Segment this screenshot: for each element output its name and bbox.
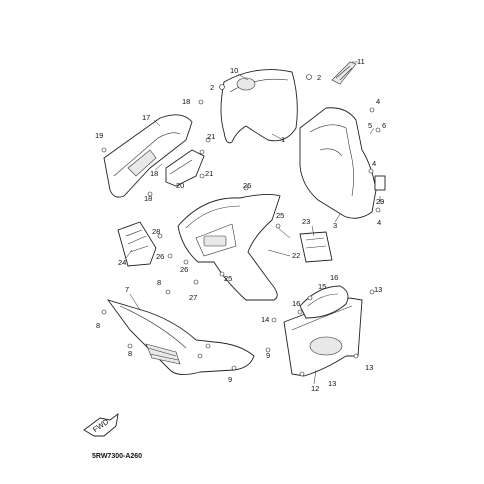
callout-9: 9 — [228, 375, 232, 384]
part-label-23 — [299, 231, 333, 263]
callout-5: 5 — [368, 121, 372, 130]
part-emblem — [331, 61, 357, 85]
fwd-arrow-icon: FWD — [83, 412, 119, 437]
callout-13: 13 — [328, 379, 336, 388]
callout-27: 27 — [189, 293, 197, 302]
part-plate-29 — [374, 175, 386, 191]
callout-24: 24 — [118, 258, 126, 267]
callout-2: 2 — [317, 73, 321, 82]
callout-25: 25 — [276, 211, 284, 220]
part-small-panel — [165, 149, 205, 187]
callout-10: 10 — [230, 66, 238, 75]
callout-1: 1 — [281, 135, 285, 144]
callout-22: 22 — [292, 251, 300, 260]
callout-28: 28 — [152, 227, 160, 236]
callout-21: 21 — [207, 132, 215, 141]
callout-6: 6 — [382, 121, 386, 130]
callout-7: 7 — [125, 285, 129, 294]
callout-18: 18 — [182, 97, 190, 106]
callout-23: 23 — [302, 217, 310, 226]
part-leg-shield-front — [177, 193, 281, 301]
callout-4: 4 — [376, 97, 380, 106]
callout-8: 8 — [96, 321, 100, 330]
callout-2: 2 — [210, 83, 214, 92]
callout-4: 4 — [372, 159, 376, 168]
callout-26: 26 — [156, 252, 164, 261]
part-grille-15 — [299, 285, 349, 319]
callout-26: 26 — [243, 181, 251, 190]
callout-17: 17 — [142, 113, 150, 122]
callout-4: 4 — [377, 218, 381, 227]
callout-14: 14 — [261, 315, 269, 324]
part-under-cover-left — [106, 299, 255, 375]
callout-19: 19 — [95, 131, 103, 140]
part-sticker-24 — [117, 221, 157, 267]
callout-25: 25 — [224, 274, 232, 283]
callout-20: 20 — [176, 181, 184, 190]
fasteners — [101, 74, 381, 377]
part-front-cover-top — [220, 69, 298, 144]
callout-18: 18 — [150, 169, 158, 178]
callout-18: 18 — [144, 194, 152, 203]
leader-lines — [125, 61, 381, 385]
part-inner-panel — [299, 107, 377, 219]
callout-21: 21 — [205, 169, 213, 178]
callout-labels: 1 2 2 3 4 4 4 5 6 7 8 8 8 9 9 10 11 12 1… — [95, 57, 386, 393]
callout-26: 26 — [180, 265, 188, 274]
part-side-cover-left — [103, 114, 193, 198]
callout-11: 11 — [357, 57, 365, 66]
callout-13: 13 — [365, 363, 373, 372]
callout-8: 8 — [128, 349, 132, 358]
callout-3: 3 — [333, 221, 337, 230]
diagram-code: 5RW7300-A260 — [92, 453, 143, 460]
callout-16: 16 — [292, 299, 300, 308]
callout-12: 12 — [311, 384, 319, 393]
callout-13: 13 — [374, 285, 382, 294]
callout-16: 16 — [330, 273, 338, 282]
callout-9: 9 — [266, 351, 270, 360]
callout-29: 29 — [376, 197, 384, 206]
callout-15: 15 — [318, 282, 326, 291]
callout-8: 8 — [157, 278, 161, 287]
